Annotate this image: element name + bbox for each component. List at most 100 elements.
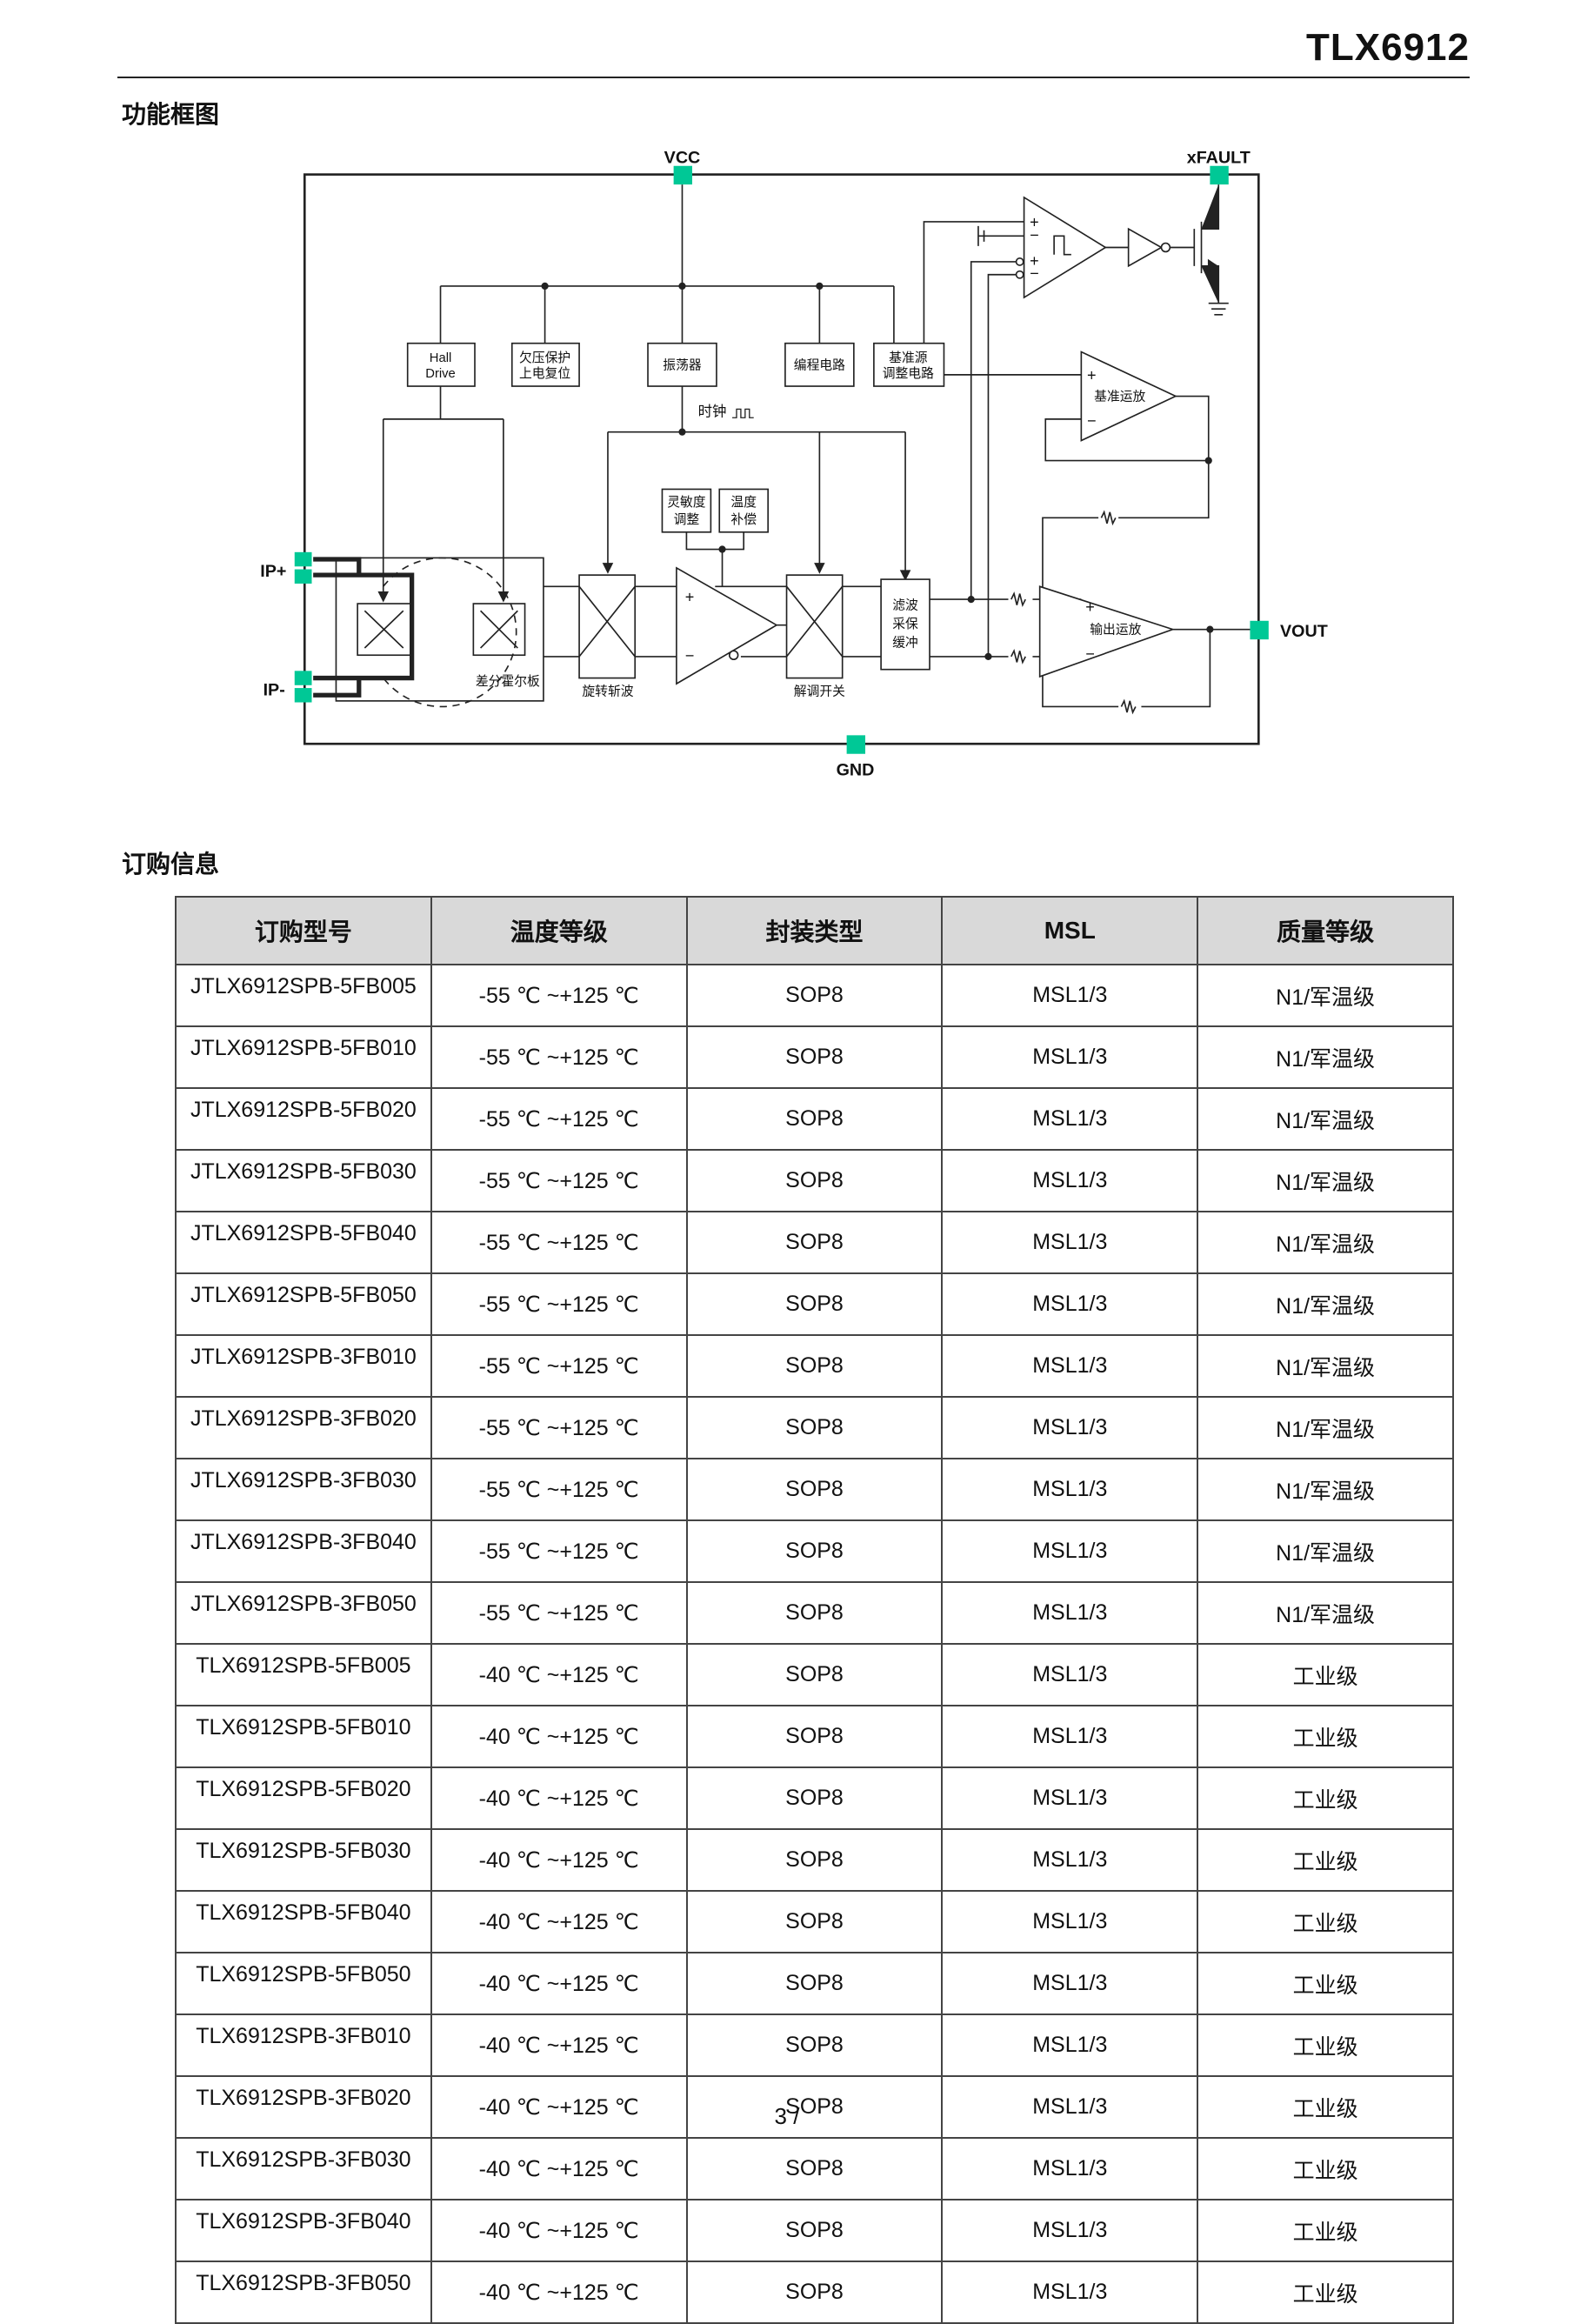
package-cell: SOP8 [685, 2199, 944, 2262]
part-number-cell: TLX6912SPB-5FB010 [175, 1705, 432, 1768]
pin-label-gnd: GND [837, 760, 875, 779]
temperature-cell: -55 ℃ ~+125 ℃ [430, 1581, 688, 1645]
msl-cell: MSL1/3 [941, 1272, 1199, 1336]
package-cell: SOP8 [685, 2013, 944, 2077]
quality-cell: 工业级 [1197, 2013, 1454, 2077]
block-sensitivity-l2: 调整 [674, 512, 700, 527]
block-sensitivity-l1: 灵敏度 [667, 495, 706, 510]
quality-cell: 工业级 [1197, 1828, 1454, 1892]
msl-cell: MSL1/3 [941, 1087, 1199, 1151]
svg-text:−: − [1030, 226, 1039, 244]
block-hall-drive-l1: Hall [430, 351, 452, 365]
package-cell: SOP8 [685, 1581, 944, 1645]
col-header-part-number: 订购型号 [175, 896, 432, 965]
package-cell: SOP8 [685, 1087, 944, 1151]
part-number-cell: JTLX6912SPB-5FB030 [175, 1149, 432, 1212]
msl-cell: MSL1/3 [941, 1828, 1199, 1892]
ordering-table: 订购型号 温度等级 封装类型 MSL 质量等级 JTLX6912SPB-5FB0… [175, 896, 1454, 2324]
part-number-cell: JTLX6912SPB-5FB040 [175, 1211, 432, 1274]
quality-cell: N1/军温级 [1197, 964, 1454, 1027]
block-temp-comp-l2: 补偿 [730, 512, 757, 527]
temperature-cell: -55 ℃ ~+125 ℃ [430, 1025, 688, 1089]
arrowheads [377, 563, 911, 603]
part-number-cell: TLX6912SPB-3FB010 [175, 2013, 432, 2077]
package-cell: SOP8 [685, 1890, 944, 1953]
quality-cell: 工业级 [1197, 2199, 1454, 2262]
quality-cell: N1/军温级 [1197, 1396, 1454, 1459]
svg-text:−: − [1085, 645, 1095, 663]
package-cell: SOP8 [685, 1334, 944, 1398]
temperature-cell: -40 ℃ ~+125 ℃ [430, 2013, 688, 2077]
part-number-cell: TLX6912SPB-3FB020 [175, 2075, 432, 2139]
block-chopper: 旋转斩波 [582, 684, 633, 698]
package-cell: SOP8 [685, 1952, 944, 2015]
quality-cell: N1/军温级 [1197, 1519, 1454, 1583]
package-cell: SOP8 [685, 1458, 944, 1521]
temperature-cell: -40 ℃ ~+125 ℃ [430, 1828, 688, 1892]
pin-label-vcc: VCC [664, 148, 701, 167]
quality-cell: 工业级 [1197, 1952, 1454, 2015]
temperature-cell: -55 ℃ ~+125 ℃ [430, 1149, 688, 1212]
part-number-cell: TLX6912SPB-3FB050 [175, 2261, 432, 2324]
functional-block-diagram: VCC xFAULT GND VOUT IP+ IP- Hall Drive 欠… [260, 148, 1328, 779]
temperature-cell: -55 ℃ ~+125 ℃ [430, 1458, 688, 1521]
package-cell: SOP8 [685, 2137, 944, 2200]
msl-cell: MSL1/3 [941, 1334, 1199, 1398]
amp-pin-signs: +− +− +− +−+− [685, 213, 1097, 664]
block-programming: 编程电路 [794, 357, 845, 372]
quality-cell: 工业级 [1197, 2137, 1454, 2200]
pin-pads [294, 165, 1269, 754]
quality-cell: 工业级 [1197, 1890, 1454, 1953]
svg-text:−: − [685, 647, 695, 664]
temperature-cell: -40 ℃ ~+125 ℃ [430, 2075, 688, 2139]
col-header-temperature: 温度等级 [430, 896, 688, 965]
quality-cell: N1/军温级 [1197, 1025, 1454, 1089]
svg-text:−: − [1087, 412, 1097, 430]
part-number-cell: JTLX6912SPB-3FB040 [175, 1519, 432, 1583]
package-cell: SOP8 [685, 1519, 944, 1583]
section-title-block-diagram: 功能框图 [122, 101, 220, 128]
msl-cell: MSL1/3 [941, 1025, 1199, 1089]
msl-cell: MSL1/3 [941, 1890, 1199, 1953]
package-cell: SOP8 [685, 1705, 944, 1768]
msl-cell: MSL1/3 [941, 964, 1199, 1027]
temperature-cell: -40 ℃ ~+125 ℃ [430, 2261, 688, 2324]
block-demod: 解调开关 [794, 684, 845, 698]
block-ref-amp: 基准运放 [1094, 389, 1145, 404]
block-reference-l1: 基准源 [889, 351, 928, 365]
clock-label: 时钟 [698, 404, 727, 420]
table-header-row: 订购型号 温度等级 封装类型 MSL 质量等级 [175, 896, 1454, 965]
svg-text:+: + [1030, 252, 1039, 270]
pin-label-ip-plus: IP+ [260, 562, 286, 581]
temperature-cell: -55 ℃ ~+125 ℃ [430, 1334, 688, 1398]
msl-cell: MSL1/3 [941, 2261, 1199, 2324]
msl-cell: MSL1/3 [941, 1519, 1199, 1583]
msl-cell: MSL1/3 [941, 2199, 1199, 2262]
temperature-cell: -55 ℃ ~+125 ℃ [430, 1519, 688, 1583]
col-header-msl: MSL [941, 896, 1199, 965]
pin-label-vout: VOUT [1280, 622, 1328, 641]
wires [303, 173, 1260, 745]
msl-cell: MSL1/3 [941, 1149, 1199, 1212]
col-header-quality: 质量等级 [1197, 896, 1454, 965]
msl-cell: MSL1/3 [941, 1952, 1199, 2015]
temperature-cell: -40 ℃ ~+125 ℃ [430, 2199, 688, 2262]
temperature-cell: -40 ℃ ~+125 ℃ [430, 1952, 688, 2015]
pin-label-ip-minus: IP- [263, 680, 285, 699]
part-number-cell: JTLX6912SPB-5FB010 [175, 1025, 432, 1089]
package-cell: SOP8 [685, 1396, 944, 1459]
svg-text:−: − [1030, 265, 1039, 283]
package-cell: SOP8 [685, 1211, 944, 1274]
package-cell: SOP8 [685, 2075, 944, 2139]
